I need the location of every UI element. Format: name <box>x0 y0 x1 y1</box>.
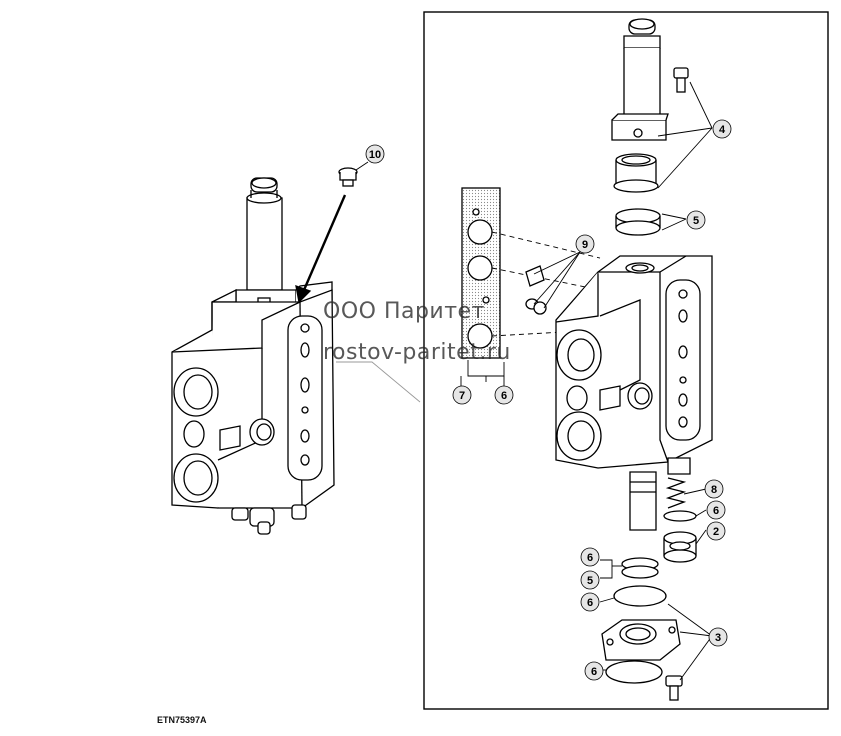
callout-circle-9 <box>575 234 595 254</box>
callout-6-right: 6 <box>713 505 719 517</box>
callout-circle-5 <box>686 210 706 230</box>
callout-9: 9 <box>582 239 588 251</box>
callout-8: 8 <box>711 484 717 496</box>
callout-6-left2: 6 <box>587 597 593 609</box>
watermark-company: ООО Паритет <box>323 299 485 324</box>
callout-10: 10 <box>369 149 381 161</box>
callout-circle-4 <box>712 119 732 139</box>
callout-labels: 10 4 5 9 7 6 8 6 2 6 5 6 3 6 <box>369 124 726 678</box>
callout-circle-6-left3 <box>584 661 604 681</box>
callout-5-left: 5 <box>587 575 593 587</box>
callout-circle-10 <box>365 144 385 164</box>
callout-circle-6-left2 <box>580 592 600 612</box>
callout-circle-6-left1 <box>580 547 600 567</box>
callout-circle-2 <box>706 521 726 541</box>
callout-circle-6-top <box>494 385 514 405</box>
callout-3: 3 <box>715 632 721 644</box>
callout-6-top: 6 <box>501 390 507 402</box>
link-leader <box>336 361 421 403</box>
assembled-valve-section <box>171 167 358 535</box>
callout-circle-6-right <box>706 500 726 520</box>
callout-6-left1: 6 <box>587 552 593 564</box>
callout-circle-7 <box>452 385 472 405</box>
leader-lines <box>355 81 713 681</box>
watermark-website: rostov-paritet.ru <box>323 340 511 365</box>
callout-circle-5-left <box>580 570 600 590</box>
callout-7: 7 <box>459 390 465 402</box>
callout-4: 4 <box>719 124 726 136</box>
callout-2: 2 <box>713 526 719 538</box>
exploded-valve-section <box>461 18 713 701</box>
callout-circle-8 <box>704 479 724 499</box>
callout-circle-3 <box>708 627 728 647</box>
callout-5: 5 <box>693 215 699 227</box>
callout-circles <box>365 119 732 681</box>
exploded-view-frame <box>423 11 829 710</box>
figure-code: ETN75397A <box>157 715 207 725</box>
callout-6-left3: 6 <box>591 666 597 678</box>
